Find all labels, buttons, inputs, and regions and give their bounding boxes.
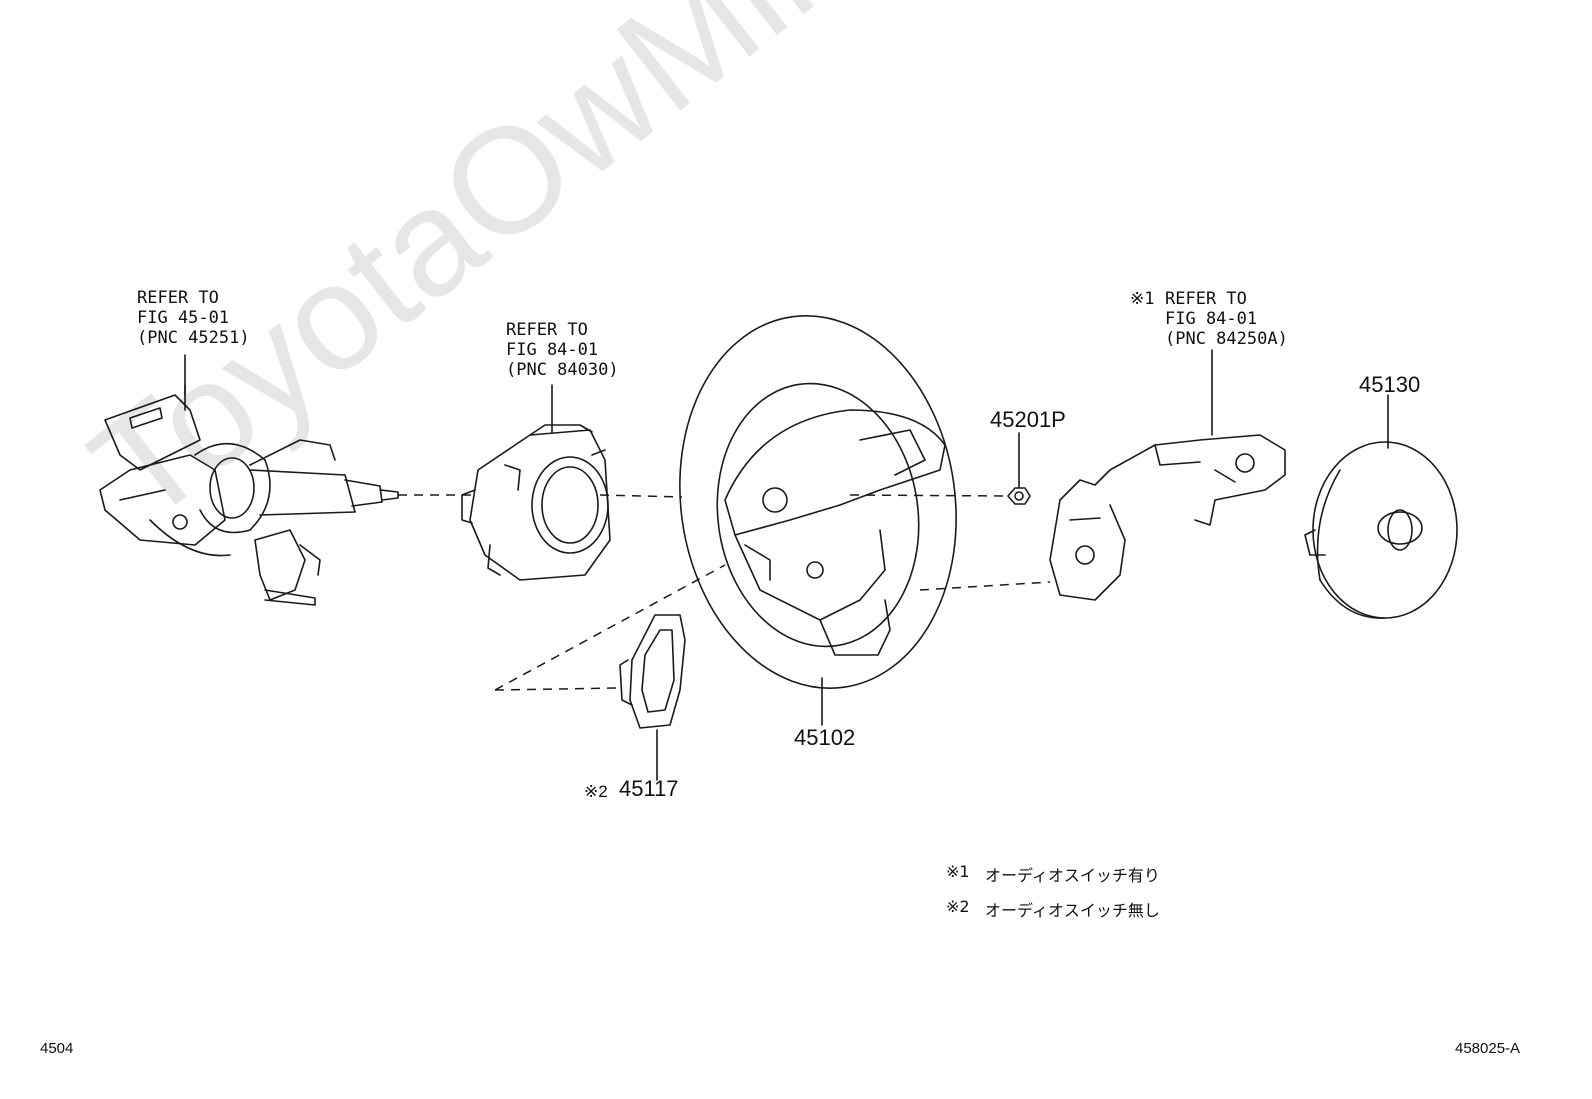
airbag-drawing bbox=[1304, 441, 1458, 619]
switch-ref-mark: ※1 bbox=[1130, 289, 1155, 309]
spiral-ref-line-2: FIG 84-01 bbox=[506, 340, 599, 360]
note-1-text: オーディオスイッチ有り bbox=[985, 866, 1160, 885]
switch-ref-line-3: (PNC 84250A) bbox=[1165, 329, 1288, 349]
spiral-ref-line-1: REFER TO bbox=[506, 320, 588, 340]
spiral-cable-drawing bbox=[461, 424, 611, 581]
nut-drawing bbox=[1007, 487, 1031, 505]
note-1-mark: ※1 bbox=[946, 862, 970, 881]
part-number-cover: 45117 bbox=[619, 776, 679, 801]
switch-ref-line-1: REFER TO bbox=[1165, 289, 1247, 309]
column-ref-line-2: FIG 45-01 bbox=[137, 308, 230, 328]
steering-column-drawing bbox=[99, 384, 399, 606]
page-code-left: 4504 bbox=[40, 1040, 74, 1057]
column-ref-line-1: REFER TO bbox=[137, 288, 219, 308]
part-cover-mark: ※2 bbox=[584, 782, 608, 801]
part-number-airbag: 45130 bbox=[1359, 372, 1421, 397]
steering-wheel-drawing bbox=[679, 315, 957, 689]
note-2-text: オーディオスイッチ無し bbox=[985, 901, 1160, 920]
figure-code-right: 458025-A bbox=[1455, 1040, 1521, 1057]
column-ref-line-3: (PNC 45251) bbox=[137, 328, 250, 348]
note-2-mark: ※2 bbox=[946, 897, 970, 916]
spiral-ref-line-3: (PNC 84030) bbox=[506, 360, 619, 380]
audio-switch-drawing bbox=[1049, 434, 1286, 601]
lower-cover-drawing bbox=[619, 614, 686, 729]
part-number-nut: 45201P bbox=[990, 407, 1066, 432]
switch-ref-line-2: FIG 84-01 bbox=[1165, 309, 1258, 329]
part-number-wheel: 45102 bbox=[794, 725, 856, 750]
